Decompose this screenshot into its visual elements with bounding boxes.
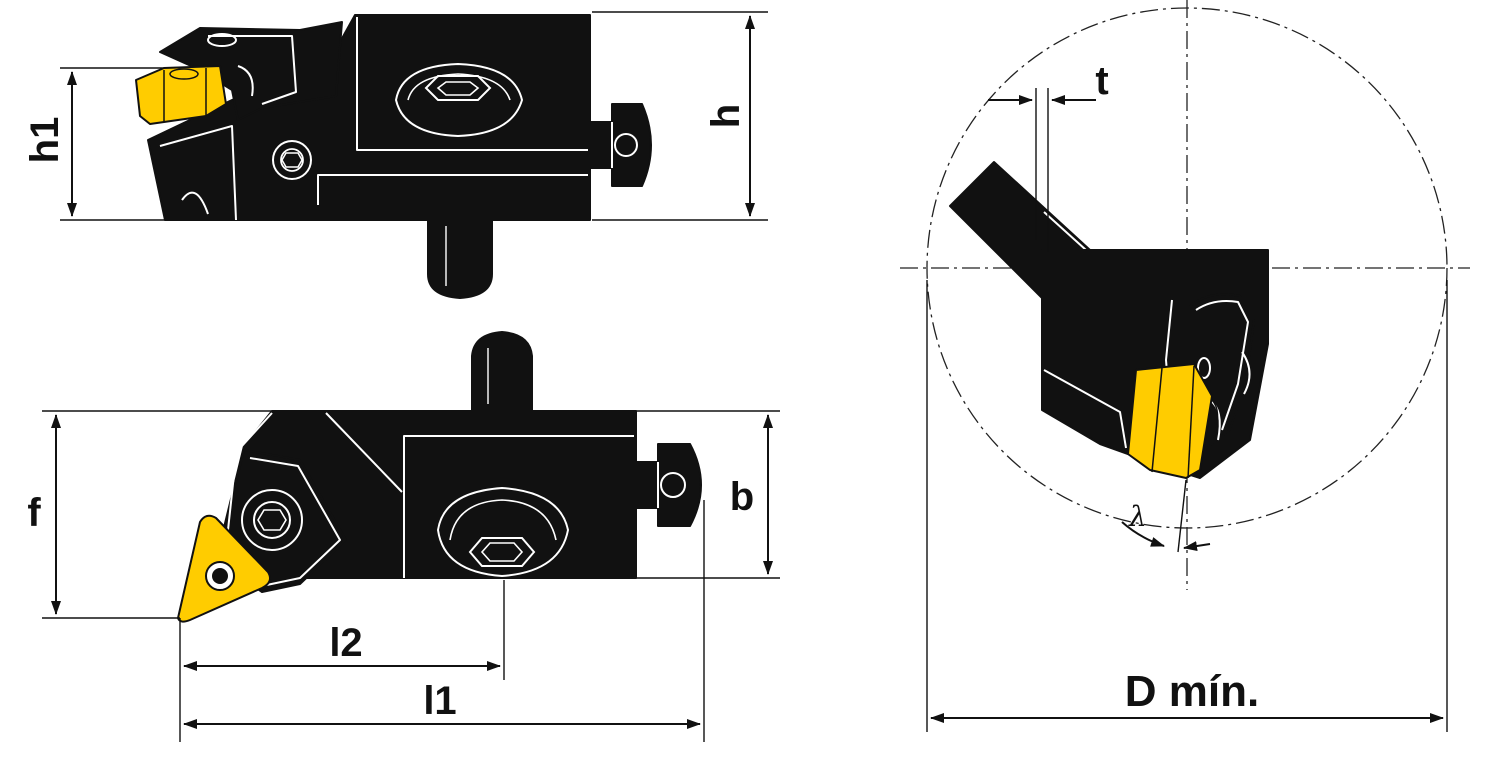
front-view: t λ D mín. (900, 0, 1470, 732)
dim-label-h1: h1 (23, 117, 67, 164)
top-view-clamp-screw (241, 489, 303, 551)
top-view-cap-screw (436, 486, 570, 578)
side-view-cap-screw (394, 62, 524, 138)
dim-label-h: h (704, 104, 748, 128)
dim-label-l2: l2 (329, 621, 362, 665)
dim-label-l1: l1 (423, 679, 456, 723)
front-view-insert (1127, 363, 1219, 479)
dim-label-b: b (730, 475, 754, 519)
side-view: h1 h (23, 11, 768, 299)
top-view-insert (177, 514, 271, 623)
side-view-small-screw (272, 140, 312, 180)
top-view-adjust-screw (635, 443, 702, 527)
dim-label-lambda: λ (1128, 500, 1147, 533)
side-view-insert (135, 65, 227, 125)
top-view-top-pin (471, 331, 533, 413)
side-view-adjust-screw (589, 103, 652, 187)
dim-label-f: f (27, 491, 41, 535)
dim-label-t: t (1095, 59, 1108, 103)
dim-label-d-min: D mín. (1125, 667, 1259, 716)
side-view-bottom-pin (427, 219, 493, 299)
top-view: f b l2 l1 (27, 331, 780, 742)
